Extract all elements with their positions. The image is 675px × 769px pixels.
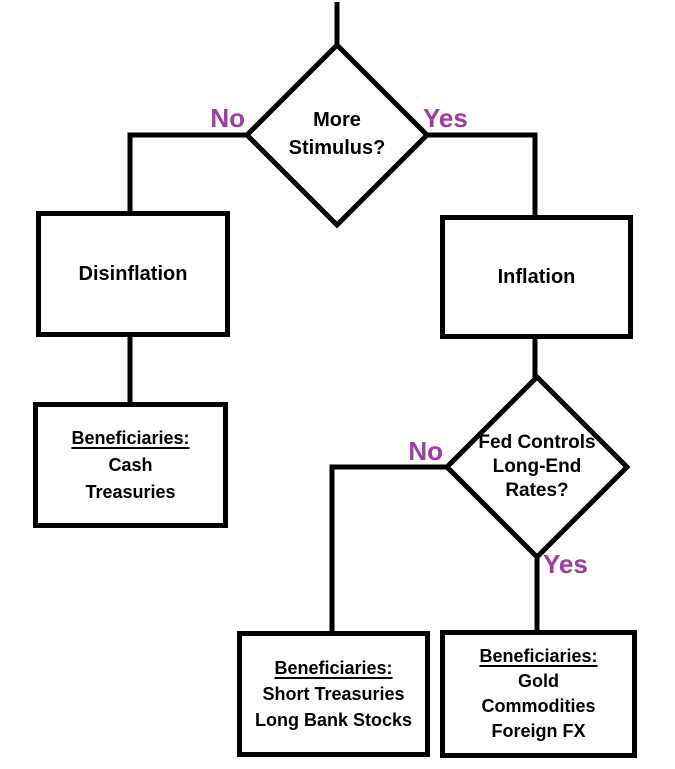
connector-stimulus-yes: [424, 132, 538, 217]
branch-label-stimulus-no: No: [210, 103, 245, 133]
decision-diamond-more-stimulus: [243, 41, 431, 229]
beneficiaries-heading: Beneficiaries:: [274, 658, 393, 678]
node-beneficiaries-disinflation: Beneficiaries: Cash Treasuries: [33, 402, 228, 528]
beneficiary-item: Cash: [108, 454, 153, 475]
branch-label-fed-yes: Yes: [543, 549, 588, 579]
beneficiary-item: Foreign FX: [491, 721, 586, 741]
question-line: Long-End: [492, 456, 582, 477]
beneficiary-item: Commodities: [481, 696, 596, 716]
node-label: Disinflation: [78, 262, 188, 285]
beneficiary-item: Long Bank Stocks: [254, 710, 413, 730]
question-line: Stimulus?: [288, 137, 386, 159]
node-beneficiaries-fed-no: Beneficiaries: Short Treasuries Long Ban…: [237, 631, 430, 757]
beneficiary-item: Gold: [518, 671, 559, 691]
decision-more-stimulus-question: More Stimulus?: [247, 106, 427, 162]
node-disinflation: Disinflation: [36, 211, 230, 337]
connector-stimulus-no: [127, 132, 250, 213]
node-inflation: Inflation: [440, 215, 633, 339]
branch-label-fed-no: No: [408, 436, 443, 466]
node-label: Inflation: [497, 265, 576, 288]
node-beneficiaries-fed-yes: Beneficiaries: Gold Commodities Foreign …: [440, 630, 637, 758]
branch-label-stimulus-yes: Yes: [423, 103, 468, 133]
beneficiaries-heading: Beneficiaries:: [71, 427, 190, 448]
question-line: Fed Controls: [478, 432, 596, 453]
beneficiary-item: Treasuries: [85, 481, 176, 502]
beneficiaries-heading: Beneficiaries:: [479, 646, 598, 666]
connector-fed-no: [329, 464, 449, 633]
decision-fed-controls-question: Fed Controls Long-End Rates?: [447, 431, 627, 503]
question-line: More: [313, 109, 361, 131]
question-line: Rates?: [505, 480, 569, 501]
decision-diamond-fed-controls: [443, 373, 631, 561]
beneficiary-item: Short Treasuries: [262, 684, 405, 704]
